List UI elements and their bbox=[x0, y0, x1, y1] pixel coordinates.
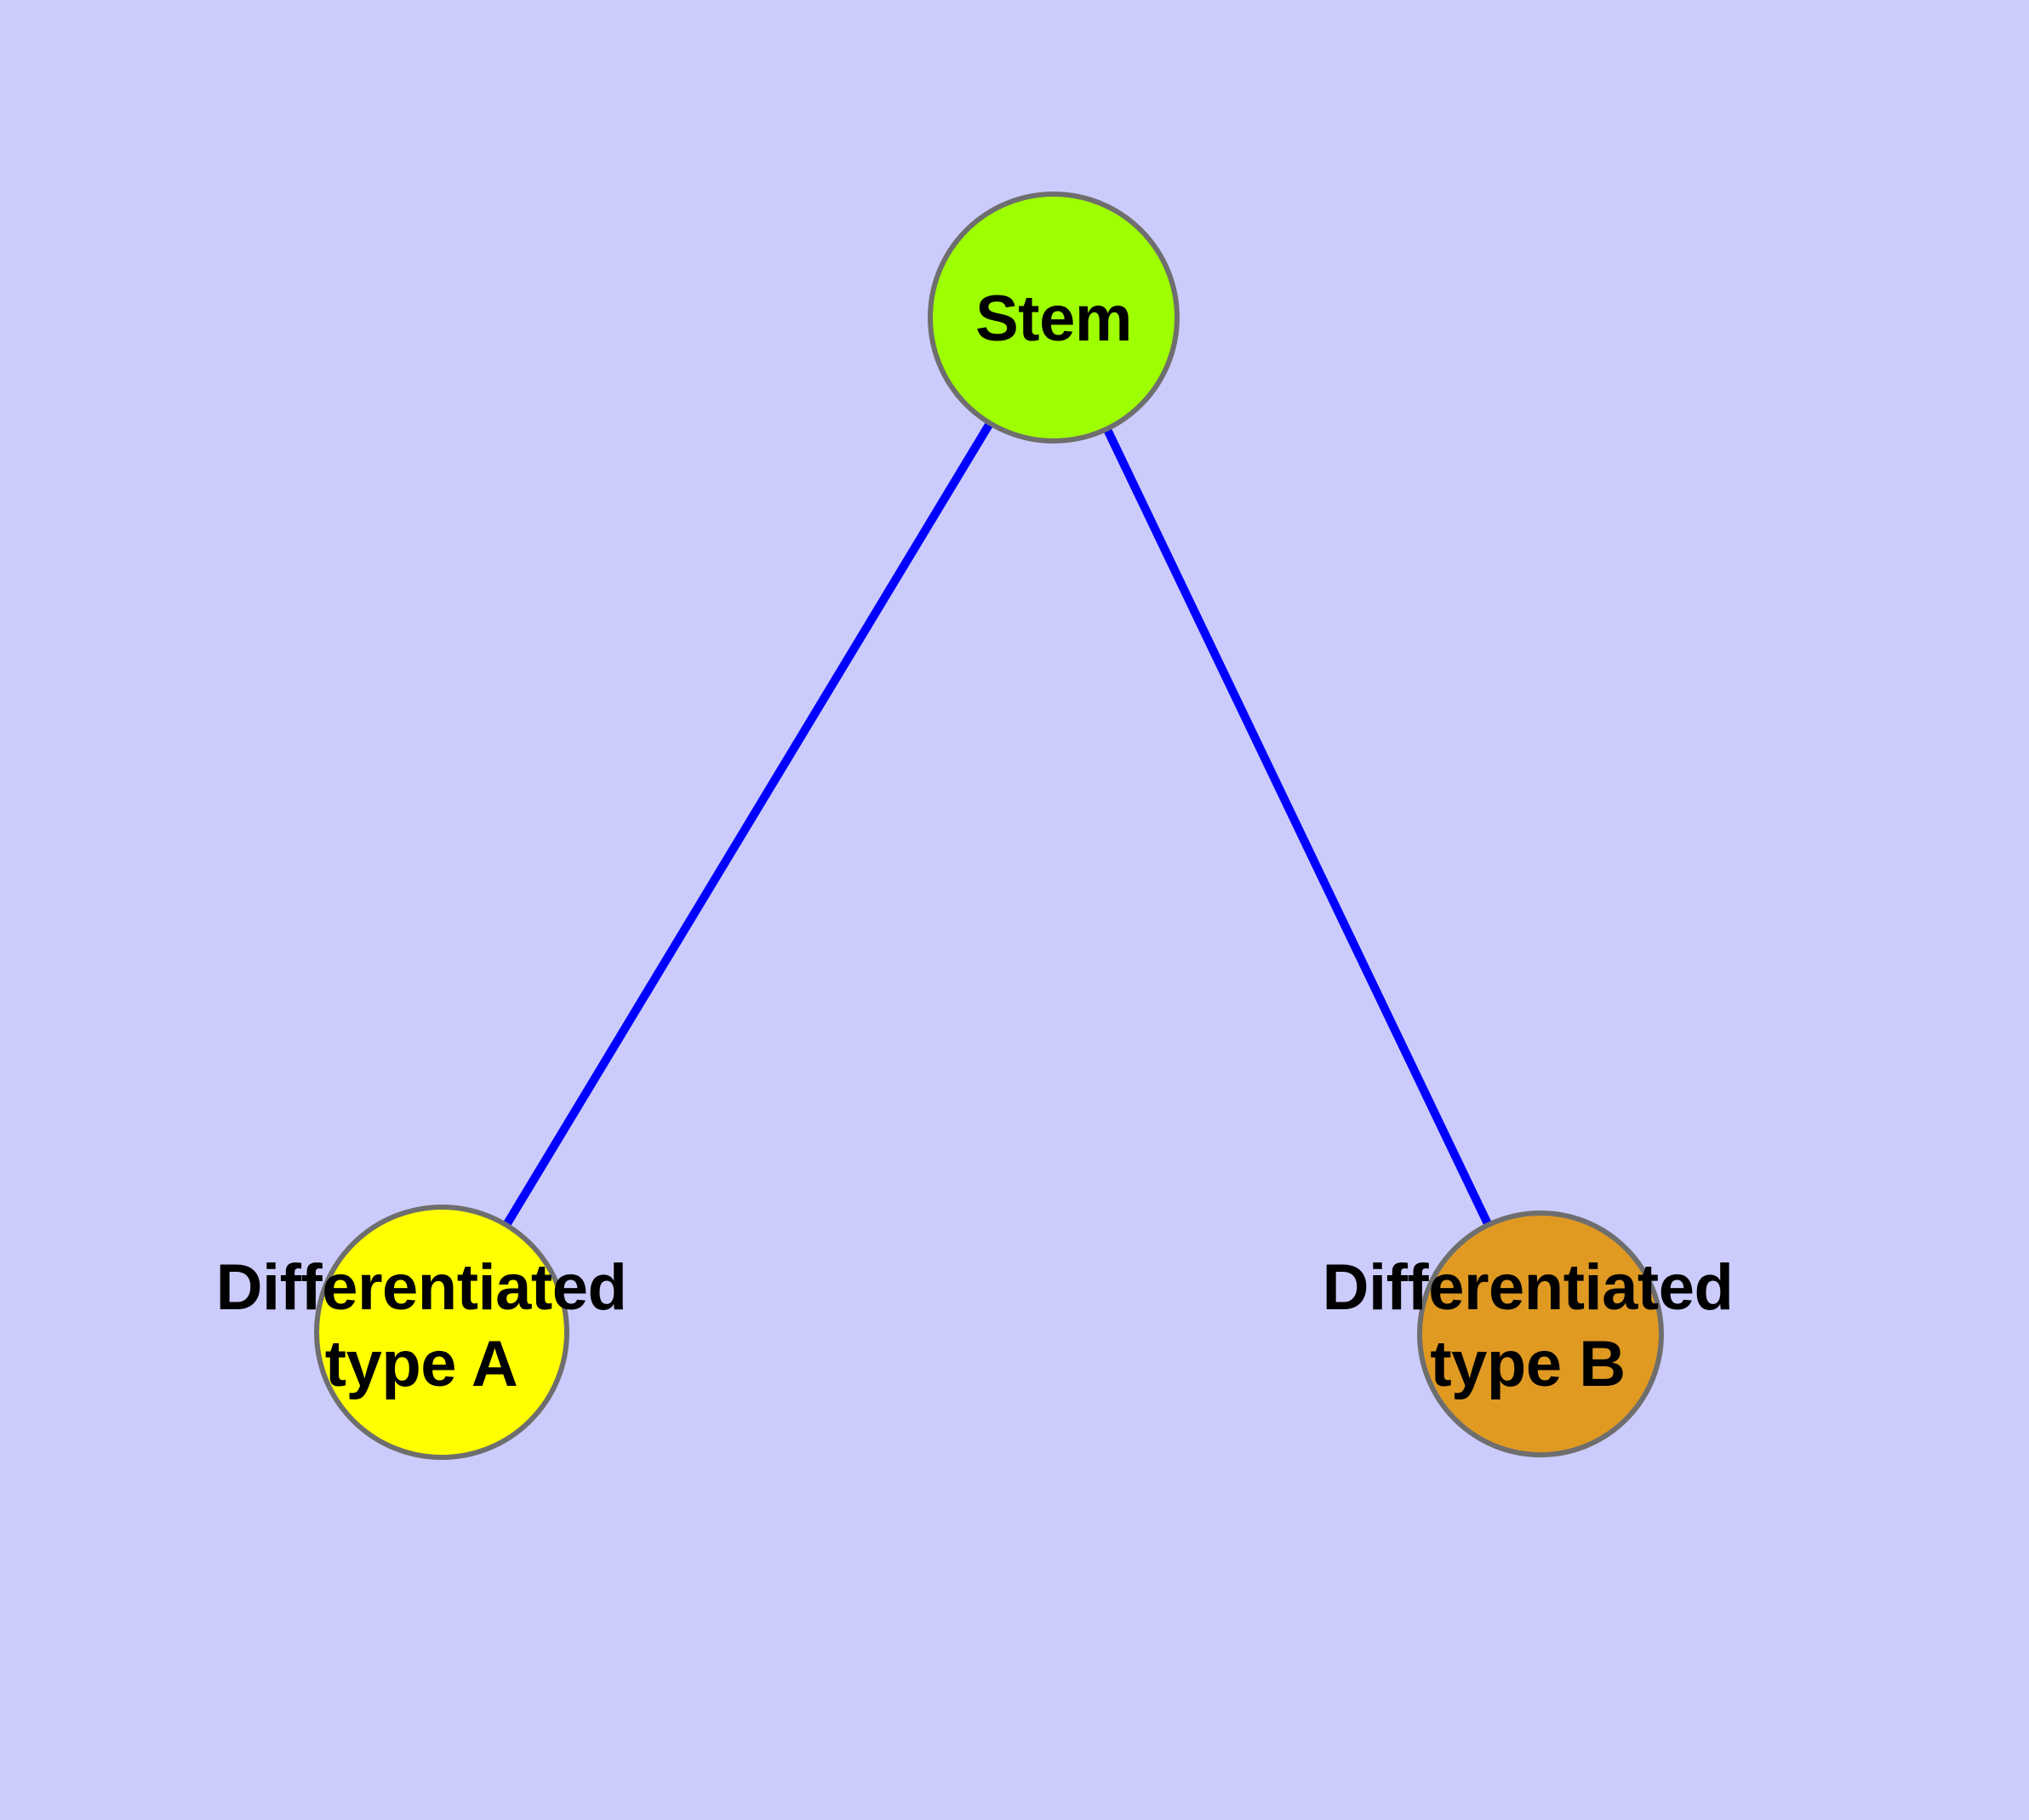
node-differentiated-type-b[interactable] bbox=[1417, 1210, 1664, 1457]
node-stem[interactable] bbox=[928, 192, 1180, 444]
edge-stem-to-diff-a bbox=[437, 315, 1058, 1335]
edge-stem-to-diff-b bbox=[1049, 315, 1545, 1336]
node-differentiated-type-a[interactable] bbox=[314, 1205, 569, 1460]
